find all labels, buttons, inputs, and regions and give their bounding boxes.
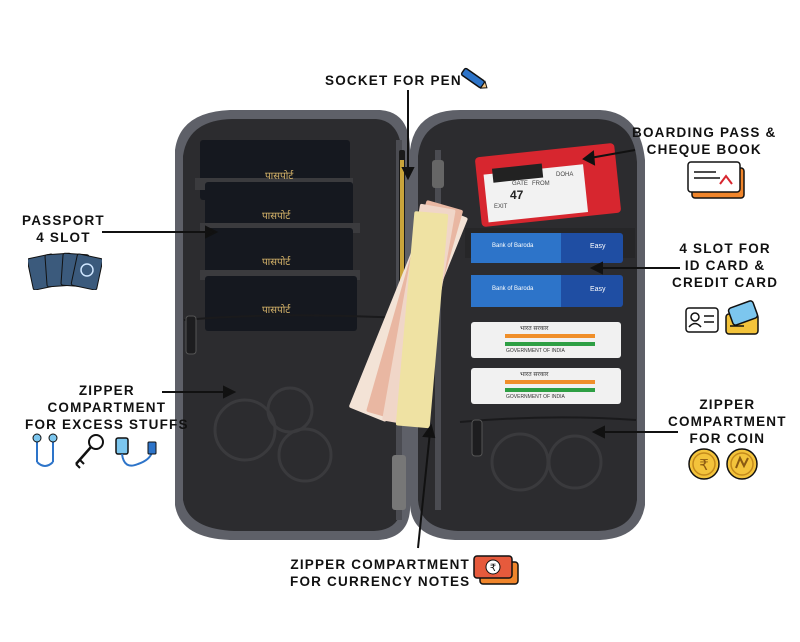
passport-stack-icon	[28, 252, 102, 290]
boarding-seat: 47	[510, 188, 524, 202]
label-pen-socket: SOCKET FOR PEN	[325, 72, 462, 89]
id-card-2	[471, 368, 621, 404]
label-line: CREDIT CARD	[672, 275, 779, 290]
left-panel	[175, 110, 410, 540]
label-passport: PASSPORT 4 SLOT	[22, 212, 105, 246]
label-line: FOR EXCESS STUFFS	[25, 417, 189, 432]
card-bank-text: Bank of Baroda	[492, 243, 534, 249]
rupee-coin-icon: ₹	[688, 448, 720, 480]
label-currency: ZIPPER COMPARTMENT FOR CURRENCY NOTES	[290, 556, 470, 590]
id-card-text: भारत सरकार	[520, 372, 549, 378]
passport-text: पासपोर्ट	[262, 257, 291, 268]
label-line: BOARDING PASS &	[632, 125, 777, 140]
label-line: ZIPPER COMPARTMENT	[290, 557, 470, 572]
currency-notes-icon: ₹	[473, 555, 519, 585]
passport-text: पासपोर्ट	[262, 305, 291, 316]
label-line: 4 SLOT	[36, 230, 91, 245]
zipper-pull-left	[185, 315, 197, 355]
label-line: SOCKET FOR PEN	[325, 73, 462, 88]
center-zipper-pull	[392, 455, 406, 510]
label-line: ZIPPER	[78, 383, 135, 398]
pointer-lines	[102, 90, 680, 549]
coin-embossing	[490, 432, 603, 492]
card-brand-text: Easy	[590, 243, 606, 250]
boarding-from-label: FROM	[532, 181, 550, 187]
label-line: ZIPPER	[699, 397, 756, 412]
zipper-pull-right	[471, 419, 483, 457]
id-card-sub: GOVERNMENT OF INDIA	[506, 394, 565, 400]
label-boarding-pass: BOARDING PASS & CHEQUE BOOK	[632, 124, 777, 158]
label-line: CHEQUE BOOK	[646, 142, 762, 157]
id-card-sub: GOVERNMENT OF INDIA	[506, 348, 565, 354]
label-line: COMPARTMENT	[668, 414, 787, 429]
passport-3	[200, 228, 360, 280]
card-bank-text: Bank of Baroda	[492, 286, 534, 292]
coin-icon	[726, 448, 758, 480]
charger-cable-icon	[115, 437, 157, 467]
pen-in-socket	[399, 150, 405, 290]
label-line: FOR COIN	[689, 431, 766, 446]
bank-card-1	[471, 233, 623, 263]
ticket-icon	[687, 161, 745, 199]
label-line: 4 SLOT FOR	[679, 241, 771, 256]
bank-card-2	[471, 275, 623, 307]
label-excess: ZIPPER COMPARTMENT FOR EXCESS STUFFS	[25, 382, 189, 433]
earphones-icon	[32, 433, 58, 467]
label-id-card: 4 SLOT FOR ID CARD & CREDIT CARD	[672, 240, 778, 291]
label-line: ID CARD &	[684, 258, 766, 273]
boarding-gate-label: GATE	[512, 181, 528, 187]
id-card-icon	[685, 307, 719, 333]
id-card-1	[471, 322, 621, 358]
label-line: PASSPORT	[22, 213, 105, 228]
card-brand-text: Easy	[590, 286, 606, 293]
currency-notes	[349, 200, 468, 429]
label-coin: ZIPPER COMPARTMENT FOR COIN	[668, 396, 787, 447]
right-panel	[410, 110, 645, 540]
embossed-logo	[213, 386, 333, 483]
passport-text: पासपोर्ट	[265, 171, 294, 182]
keys-icon	[75, 434, 104, 469]
credit-card-icon	[725, 300, 759, 335]
boarding-to-label: DOHA	[556, 172, 574, 178]
boarding-exit-label: EXIT	[494, 204, 508, 210]
id-card-text: भारत सरकार	[520, 326, 549, 332]
pen-icon	[460, 67, 488, 89]
svg-text:₹: ₹	[699, 456, 709, 474]
svg-text:₹: ₹	[490, 563, 496, 574]
label-line: COMPARTMENT	[47, 400, 167, 415]
boarding-pass	[475, 143, 621, 227]
side-zipper-pull	[432, 160, 444, 188]
passport-text: पासपोर्ट	[262, 211, 291, 222]
label-line: FOR CURRENCY NOTES	[290, 574, 471, 589]
